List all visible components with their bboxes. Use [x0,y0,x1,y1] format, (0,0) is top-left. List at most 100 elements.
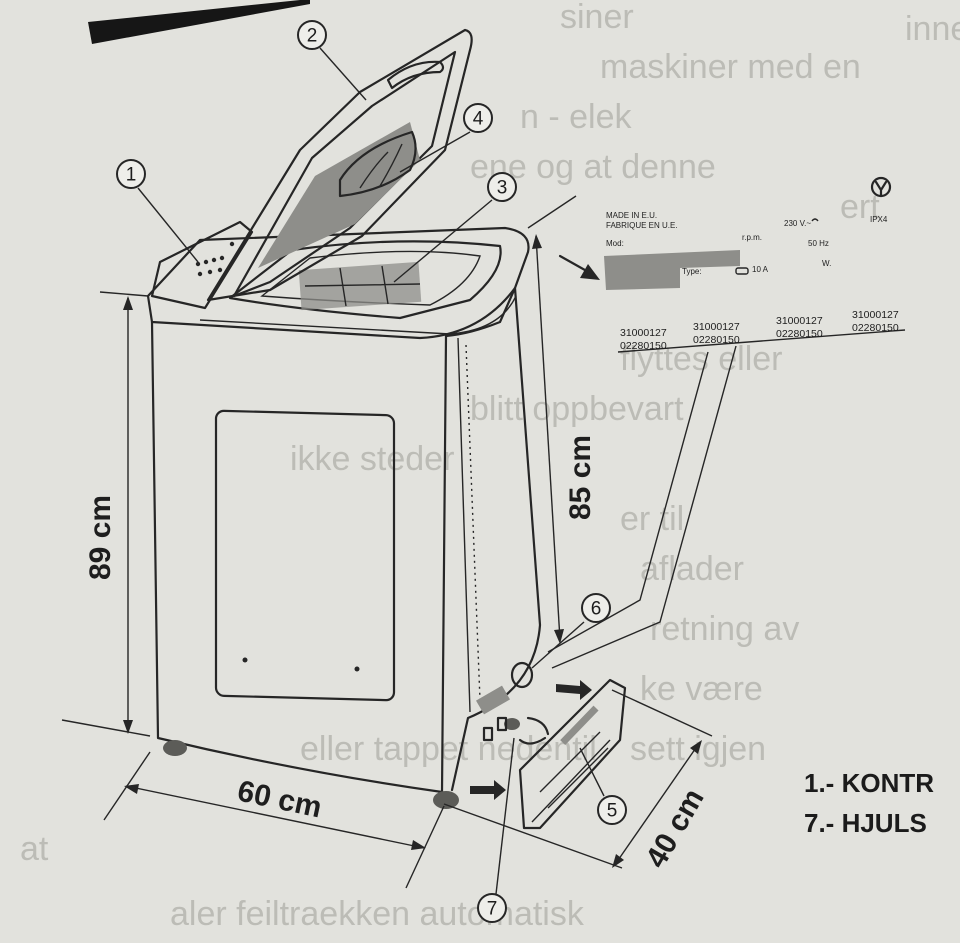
wheel-front-right [433,791,459,809]
dim-40-label: 40 cm [639,783,710,873]
code-row-underline [617,329,906,353]
code-top-4: 31000127 [852,309,899,321]
background-text: inne siner maskiner med en n - elek ene … [20,0,960,933]
callout-5-circle [597,795,627,825]
callout-7-circle [477,893,507,923]
callout-4-leader [399,131,471,173]
bg-text-11: retning av [650,610,799,648]
worktop-edge [199,295,517,335]
code-group: 31000127 02280150 31000127 02280150 3100… [620,309,899,352]
wheel-rear [504,718,520,730]
dim-89-ext-top [99,291,149,297]
rear-slot-1 [482,726,494,742]
code-bottom-1: 02280150 [620,340,667,352]
drawer-front [531,731,611,823]
bg-text-9: er til [620,500,684,538]
dim-40-ext-bottom [443,803,623,869]
machine-body [146,28,627,830]
callouts: 1 2 3 4 5 6 7 [116,20,627,923]
code-bottom-3: 02280150 [776,328,823,340]
callout-5-label: 5 [607,801,618,822]
dispenser-compartments [359,143,403,189]
arrow-drawer-left [470,780,506,800]
bg-text-16: aler feiltraekken automatisk [170,895,585,933]
callout-1-circle [116,159,146,189]
callout-2-leader [319,47,367,101]
cabinet-front [150,320,448,794]
bg-text-15: at [20,830,49,868]
rear-grille [476,685,510,715]
bg-text-3: n - elek [520,98,632,136]
rating-plate: MADE IN E.U. FABRIQUE EN U.E. 230 V.~ IP… [547,176,906,669]
callout-3-circle [487,172,517,202]
dim-40-arrow-top [690,740,702,754]
callout-3-label: 3 [497,178,508,199]
dim-89-label: 89 cm [84,495,117,580]
callout-4-circle [463,103,493,133]
plate-serial-block [604,250,740,290]
dim-60-arrow-right [411,840,426,850]
control-panel-knobs [195,241,235,277]
detergent-dispenser [338,130,417,198]
dim-60-ext-right [405,805,445,889]
dim-60-label: 60 cm [235,775,325,825]
legend: 1.- KONTR 7.- HJULS [804,768,934,838]
dim-89-ext-bottom [61,719,151,737]
ac-symbol [811,218,819,222]
plate-type: Type: [682,267,702,276]
worktop [146,226,530,340]
plate-rating: IPX4 [870,215,888,224]
drum-flaps [298,261,422,311]
callout-6-leader [531,621,585,669]
plate-leader-2 [551,345,737,669]
wheel-lever-arrow-1 [518,736,547,745]
drawer-handle [560,705,599,746]
callout-4-label: 4 [473,109,484,130]
bg-text-12: ke være [640,670,763,708]
callout-2-label: 2 [307,26,318,47]
arrow-drawer-right [556,680,592,700]
dim-85-label: 85 cm [564,435,597,520]
callout-2-circle [297,20,327,50]
front-panel [214,409,396,702]
dim-40-ext-top [611,689,713,737]
bg-text-8: ikke steder [290,440,454,478]
panel-screw-right [354,666,360,672]
panel-screw-left [242,657,248,663]
certification-icon-mark [874,180,888,198]
plate-fabrique: FABRIQUE EN U.E. [606,221,678,230]
lid-inner [232,50,457,298]
lid-outer [206,28,473,302]
control-panel [150,220,254,310]
bg-text-7: blitt oppbevart [470,390,684,428]
plate-made-in: MADE IN E.U. [606,211,657,220]
callout-5-leader [579,747,605,797]
plate-rpm: r.p.m. [742,233,762,242]
cabinet-right [444,286,542,792]
bg-text-0: inne [905,10,960,48]
wheel-lever-arrow-2 [526,716,550,736]
callout-6-label: 6 [591,599,602,620]
plug-icon [735,267,749,275]
callout-7-label: 7 [487,899,498,920]
callout-3-leader [393,199,493,283]
legend-line-2: 7.- HJULS [804,808,927,838]
callout-1-leader [137,187,199,263]
lid-handle [386,60,445,90]
dim-85-arrow-top [532,234,542,249]
plate-pointer-head [580,264,600,280]
bg-text-2: maskiner med en [600,48,861,86]
dim-60-line [125,785,425,849]
dim-60-arrow-left [124,784,139,794]
plate-leader-1 [547,351,709,653]
drum-flap-divider [304,265,421,307]
code-bottom-2: 02280150 [693,334,740,346]
bg-text-5: ert [840,188,880,226]
bg-text-13: eller tappet nedentil [300,730,597,768]
callout-1-label: 1 [126,165,137,186]
code-top-2: 31000127 [693,321,740,333]
drawer [518,678,627,830]
bg-text-10: aflader [640,550,744,588]
inlet-connector [510,661,534,689]
